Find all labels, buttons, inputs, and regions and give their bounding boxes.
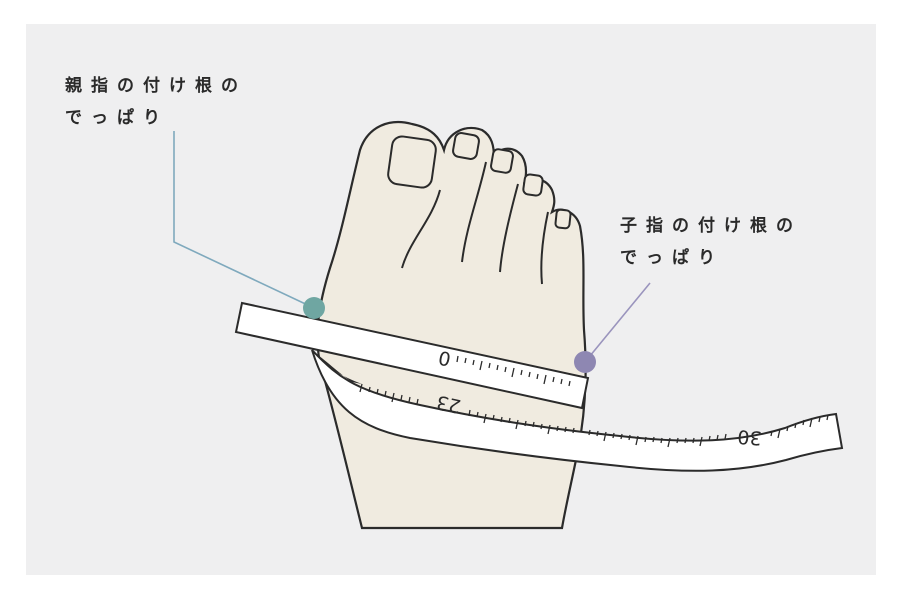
big-toenail (387, 135, 437, 189)
little-toe-leader-line (584, 282, 651, 363)
tape-lower-ticks (359, 383, 829, 448)
little-toe-joint-marker (574, 351, 596, 373)
tape-upper-ticks (456, 355, 571, 387)
foot (316, 120, 587, 530)
toe-line (401, 189, 441, 269)
big-toe-leader-line (173, 131, 315, 309)
fourth-toenail (522, 173, 544, 197)
toe-line (461, 161, 487, 263)
little-toenail (554, 208, 572, 230)
tape-zero-label: 0 (437, 346, 453, 370)
second-toenail (452, 132, 480, 160)
tape-23-label: 23 (435, 391, 463, 418)
big-toe-joint-label-line1: 親指の付け根の (65, 76, 247, 96)
little-toe-joint-label-line1: 子指の付け根の (620, 216, 802, 236)
big-toe-joint-label: 親指の付け根の でっぱり (65, 70, 247, 134)
little-toe-joint-label-line2: でっぱり (620, 248, 724, 268)
toe-line (540, 211, 549, 285)
toe-line (499, 183, 519, 273)
big-toe-joint-marker (303, 297, 325, 319)
tape-30-label: 30 (737, 425, 763, 449)
third-toenail (490, 148, 514, 174)
tape-upper (234, 301, 590, 410)
little-toe-joint-label: 子指の付け根の でっぱり (620, 210, 802, 274)
big-toe-joint-label-line2: でっぱり (65, 108, 169, 128)
